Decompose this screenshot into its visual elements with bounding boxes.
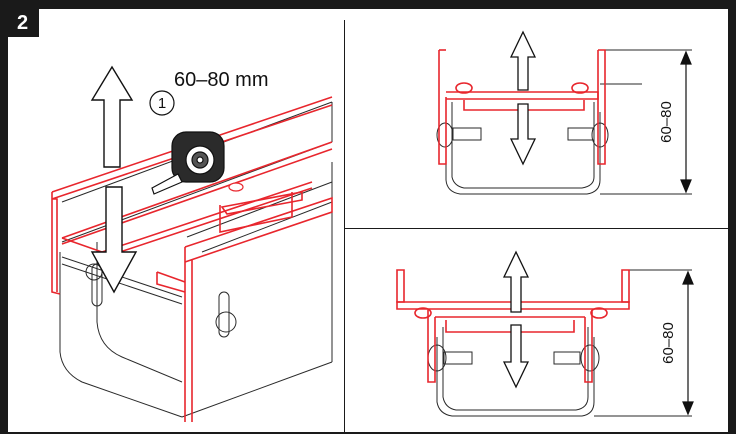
callout-number: 1 <box>158 95 166 112</box>
rail-hole <box>228 182 244 192</box>
bottom-bracket-gray <box>427 269 692 417</box>
top-border <box>2 2 734 9</box>
horizontal-divider <box>344 228 732 229</box>
bottom-double-arrow-icon <box>502 250 530 389</box>
left-border <box>2 9 8 432</box>
top-dimension-label: 60–80 <box>658 101 675 143</box>
bottom-dimension-line <box>682 270 694 416</box>
bottom-bracket-red <box>396 269 630 383</box>
right-border <box>728 9 734 432</box>
step-number-badge: 2 <box>6 9 39 37</box>
up-arrow-icon <box>90 65 134 168</box>
down-arrow-icon <box>90 186 138 294</box>
callout-circle <box>149 90 175 116</box>
tape-measure-icon <box>151 131 225 195</box>
top-dimension-line <box>680 50 692 194</box>
top-bracket-gray <box>436 49 692 195</box>
measure-label: 60–80 mm <box>174 69 269 91</box>
top-bracket-red <box>438 49 606 165</box>
double-arrow-icon <box>509 30 537 166</box>
vertical-divider <box>344 20 345 432</box>
bottom-dimension-label: 60–80 <box>660 322 677 364</box>
